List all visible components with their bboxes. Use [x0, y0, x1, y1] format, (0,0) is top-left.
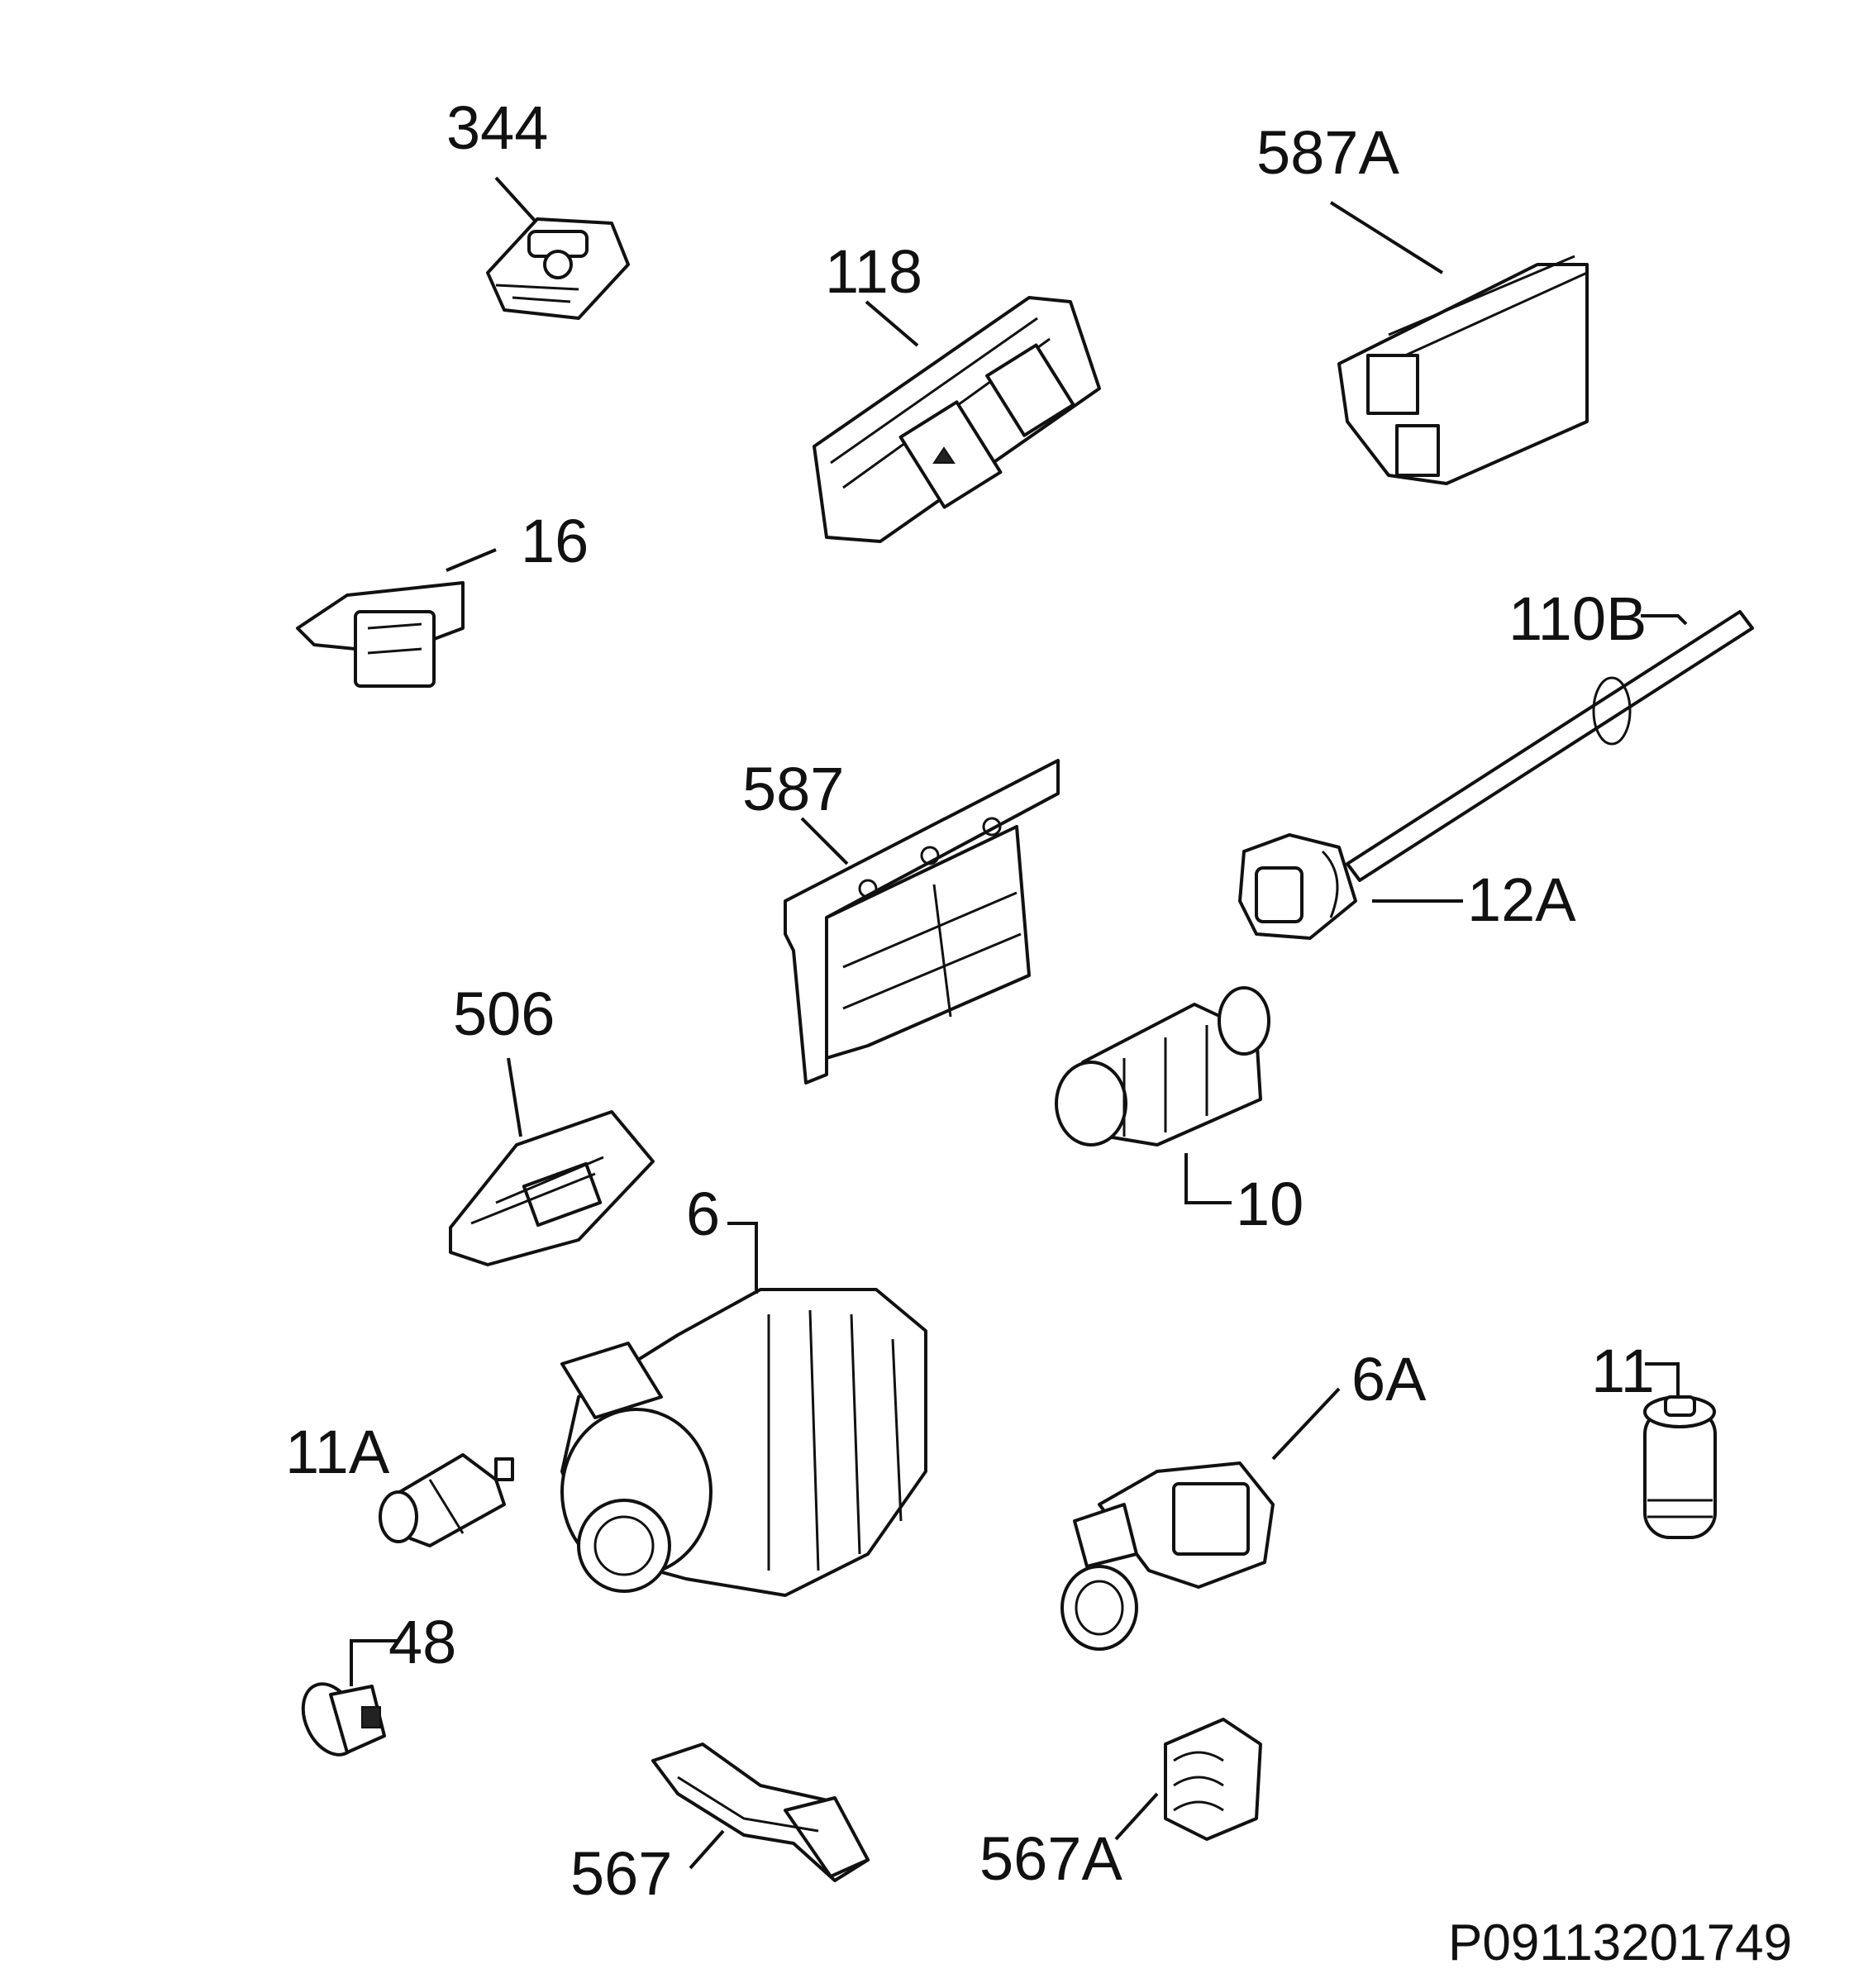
label-567A: 567A: [979, 1824, 1122, 1893]
label-6: 6: [686, 1180, 721, 1248]
leader-587A: [1329, 201, 1444, 274]
leader-6: [727, 1222, 758, 1294]
leader-6A: [1271, 1387, 1341, 1461]
part-11-drawing: [1643, 1362, 1717, 1539]
label-118: 118: [825, 237, 922, 306]
label-587: 587: [742, 755, 845, 823]
label-587A: 587A: [1256, 118, 1399, 187]
part-16-drawing: [296, 548, 497, 688]
leader-110B: [1641, 614, 1688, 626]
label-10: 10: [1236, 1170, 1304, 1238]
leader-16: [446, 548, 497, 572]
part-344-drawing: [486, 176, 630, 320]
label-16: 16: [521, 507, 589, 575]
leader-118: [865, 300, 919, 347]
document-id: P09113201749: [1448, 1914, 1793, 1971]
label-11: 11: [1591, 1337, 1655, 1405]
part-10-drawing: [1055, 986, 1270, 1204]
leader-506: [507, 1057, 522, 1137]
part-567-drawing: [651, 1742, 870, 1882]
leader-567: [689, 1829, 725, 1870]
leader-10: [1184, 1153, 1232, 1204]
part-118-drawing: [813, 296, 1101, 543]
label-110B: 110B: [1508, 584, 1647, 653]
label-344: 344: [446, 93, 549, 162]
part-6-drawing: [560, 1222, 927, 1597]
label-6A: 6A: [1351, 1345, 1427, 1414]
part-567A-drawing: [1114, 1718, 1262, 1841]
part-11A-drawing: [379, 1453, 514, 1547]
part-6A-drawing: [1060, 1387, 1341, 1651]
part-48-drawing: [301, 1639, 397, 1757]
part-506-drawing: [449, 1057, 655, 1266]
part-587A-drawing: [1329, 201, 1589, 485]
leader-344: [494, 176, 537, 223]
label-11A: 11A: [285, 1418, 390, 1486]
leader-587: [800, 817, 849, 865]
label-48: 48: [388, 1608, 457, 1676]
label-567: 567: [570, 1839, 673, 1908]
part-110B-12A-drawing: [1238, 610, 1754, 940]
label-12A: 12A: [1467, 865, 1576, 934]
leader-11: [1645, 1362, 1680, 1399]
leader-567A: [1114, 1792, 1159, 1841]
label-506: 506: [453, 980, 555, 1048]
part-587-drawing: [784, 759, 1060, 1085]
leader-48: [350, 1639, 397, 1686]
